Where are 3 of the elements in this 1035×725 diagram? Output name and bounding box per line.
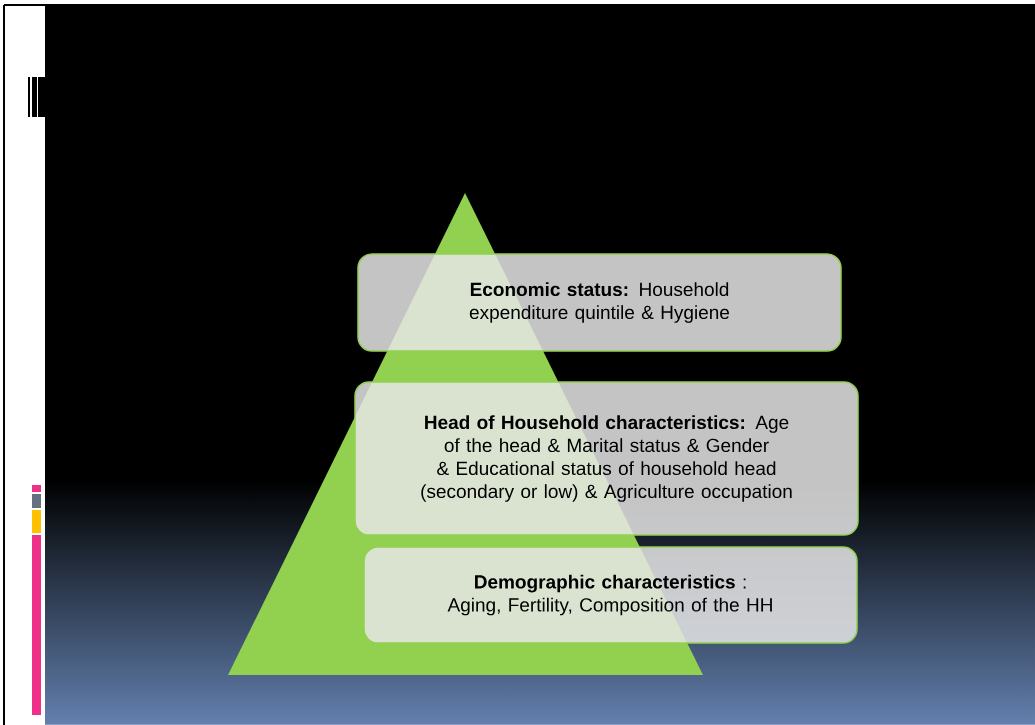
text-box: Demographic characteristics : Aging, Fertility, Composition of the HH — [363, 546, 858, 644]
text-box: Economic status: Household expenditure quintile & Hygiene — [357, 253, 842, 352]
text-box: Head of Household characteristics: Age of the head & Marital status & Gender & Educational status of household head (secondary or low) & Agriculture occupation — [354, 381, 859, 536]
